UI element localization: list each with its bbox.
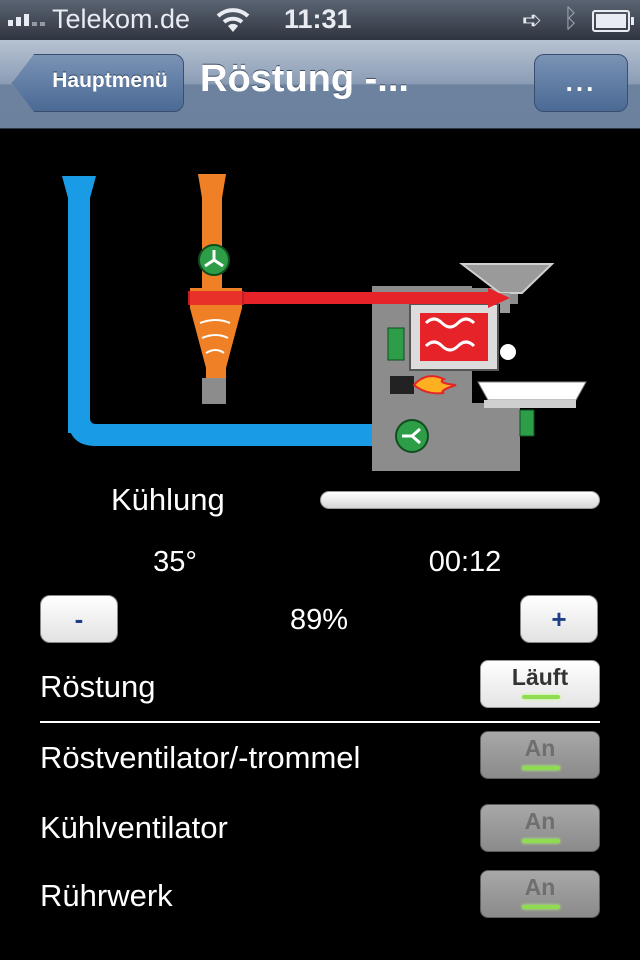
agitator-label: Rührwerk (40, 878, 173, 913)
page-title: Röstung -... (200, 58, 409, 100)
cooling-fan-state: An (524, 808, 556, 834)
elapsed-time: 00:12 (428, 546, 502, 578)
back-button-label: Hauptmenü (52, 69, 168, 92)
agitator-toggle[interactable]: An (480, 870, 600, 918)
phase-progress-bar (320, 491, 600, 509)
hot-air-pipe (188, 288, 510, 308)
cooling-fan-icon (395, 419, 429, 453)
roast-fan-drum-label: Röstventilator/-trommel (40, 740, 361, 775)
clock: 11:31 (284, 4, 352, 34)
location-arrow-icon: ➪ (522, 7, 543, 34)
exhaust-cyclone (190, 174, 242, 404)
battery-icon (592, 10, 634, 32)
roast-fan-drum-state: An (524, 735, 556, 761)
temperature-readout: 35° (153, 546, 197, 578)
power-increase-button[interactable]: + (520, 595, 598, 643)
back-button[interactable]: Hauptmenü (12, 54, 184, 112)
roaster-diagram (62, 174, 587, 471)
more-button[interactable]: ... (534, 54, 628, 112)
bluetooth-icon: ᛒ (563, 3, 579, 33)
exhaust-fan-icon (198, 244, 230, 276)
roast-fan-drum-toggle[interactable]: An (480, 731, 600, 779)
roasting-toggle[interactable]: Läuft (480, 660, 600, 708)
cooling-fan-toggle[interactable]: An (480, 804, 600, 852)
cooling-fan-label: Kühlventilator (40, 810, 228, 845)
power-decrease-button[interactable]: - (40, 595, 118, 643)
carrier-name: Telekom.de (52, 4, 191, 34)
navigation-bar: Hauptmenü Röstung -... ... (0, 40, 640, 129)
signal-strength-icon (8, 14, 45, 26)
wifi-icon (216, 8, 250, 32)
roasting-state: Läuft (511, 664, 569, 690)
power-value: 89% (289, 604, 349, 636)
status-bar: Telekom.de 11:31 ➪ ᛒ (0, 0, 640, 40)
divider (40, 721, 600, 723)
roasting-label: Röstung (40, 669, 156, 704)
phase-label: Kühlung (111, 482, 225, 517)
agitator-state: An (524, 874, 556, 900)
